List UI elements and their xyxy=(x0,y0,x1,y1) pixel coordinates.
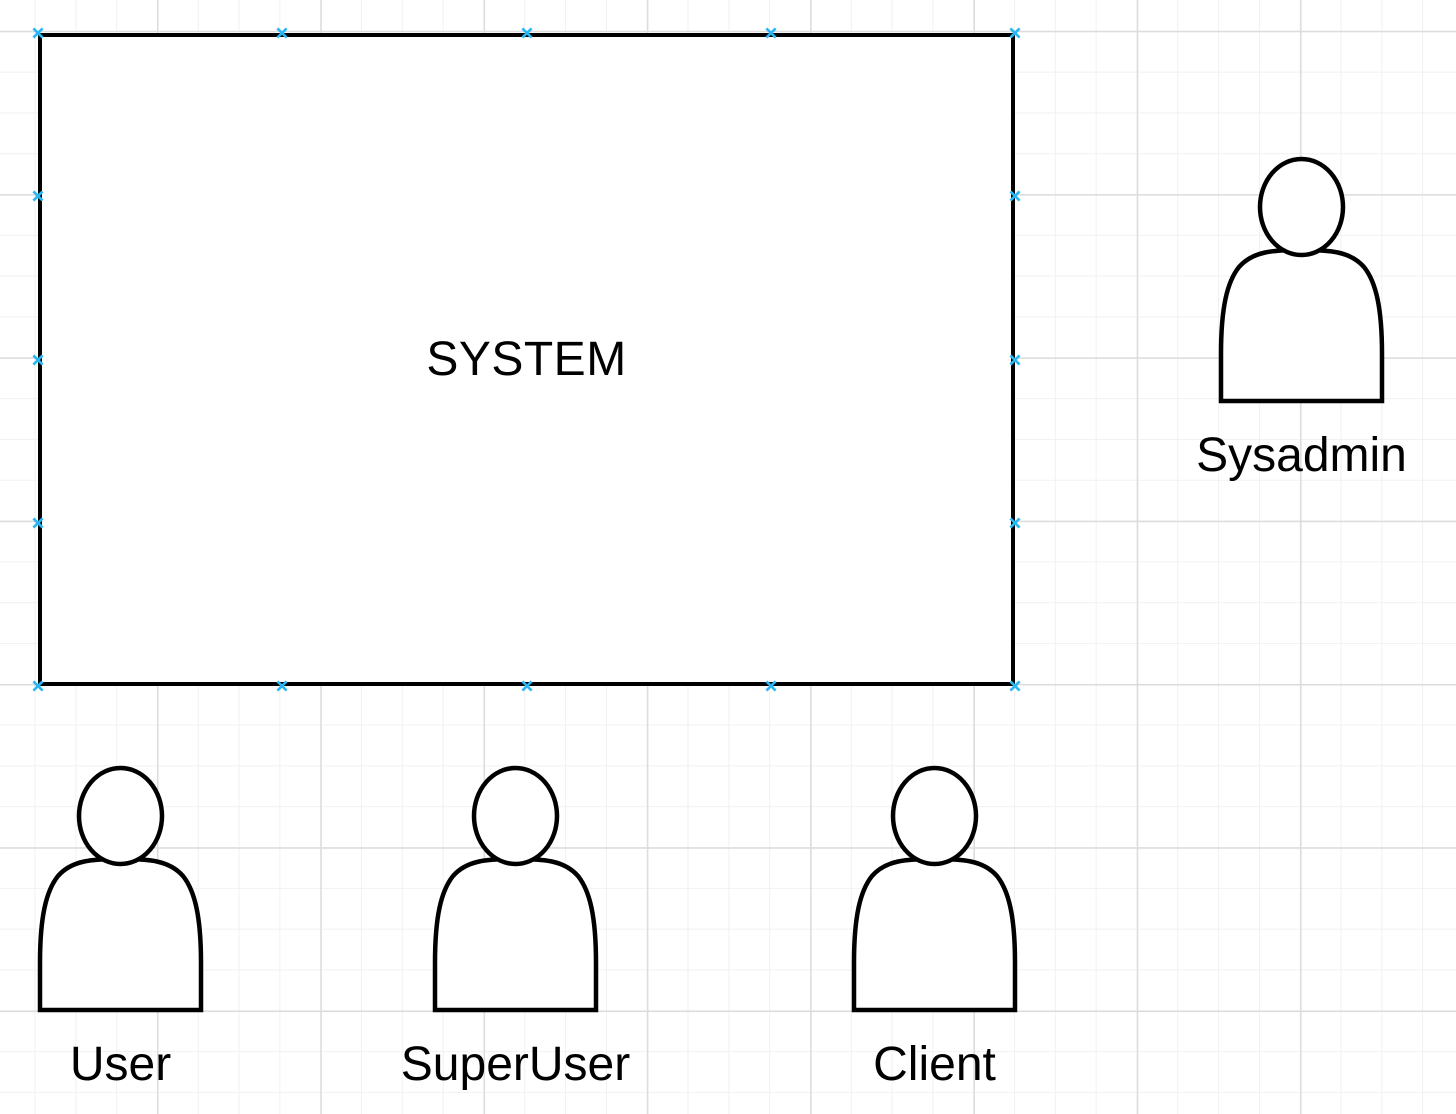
connection-point[interactable] xyxy=(276,27,288,39)
person-icon xyxy=(432,765,599,1013)
system-shape[interactable]: SYSTEM xyxy=(38,33,1015,686)
person-head-shape xyxy=(471,765,560,867)
person-body-shape xyxy=(851,856,1018,1013)
actor-label: SuperUser xyxy=(400,1038,631,1091)
person-icon xyxy=(37,765,204,1013)
actor-user[interactable]: User xyxy=(37,765,204,1089)
person-icon xyxy=(1218,156,1385,404)
person-icon xyxy=(851,765,1018,1013)
connection-point[interactable] xyxy=(521,27,533,39)
connection-point[interactable] xyxy=(1009,27,1021,39)
connection-point[interactable] xyxy=(765,680,777,692)
actor-label: Client xyxy=(873,1038,996,1091)
actor-client[interactable]: Client xyxy=(851,765,1018,1089)
connection-point[interactable] xyxy=(32,354,44,366)
actor-sysadmin[interactable]: Sysadmin xyxy=(1196,156,1407,480)
connection-point[interactable] xyxy=(1009,680,1021,692)
connection-point[interactable] xyxy=(1009,190,1021,202)
connection-point[interactable] xyxy=(765,27,777,39)
person-body-shape xyxy=(1218,247,1385,404)
connection-point[interactable] xyxy=(276,680,288,692)
person-body-shape xyxy=(432,856,599,1013)
connection-point[interactable] xyxy=(32,680,44,692)
connection-point[interactable] xyxy=(521,680,533,692)
person-head-shape xyxy=(76,765,165,867)
connection-point[interactable] xyxy=(32,190,44,202)
connection-point[interactable] xyxy=(1009,354,1021,366)
actor-label: Sysadmin xyxy=(1196,429,1407,482)
connection-point[interactable] xyxy=(32,517,44,529)
connection-point[interactable] xyxy=(1009,517,1021,529)
person-body-shape xyxy=(37,856,204,1013)
system-shape-label: SYSTEM xyxy=(426,333,627,386)
actor-superuser[interactable]: SuperUser xyxy=(401,765,630,1089)
connection-point[interactable] xyxy=(32,27,44,39)
person-head-shape xyxy=(1257,156,1346,258)
person-head-shape xyxy=(890,765,979,867)
actor-label: User xyxy=(69,1038,172,1091)
